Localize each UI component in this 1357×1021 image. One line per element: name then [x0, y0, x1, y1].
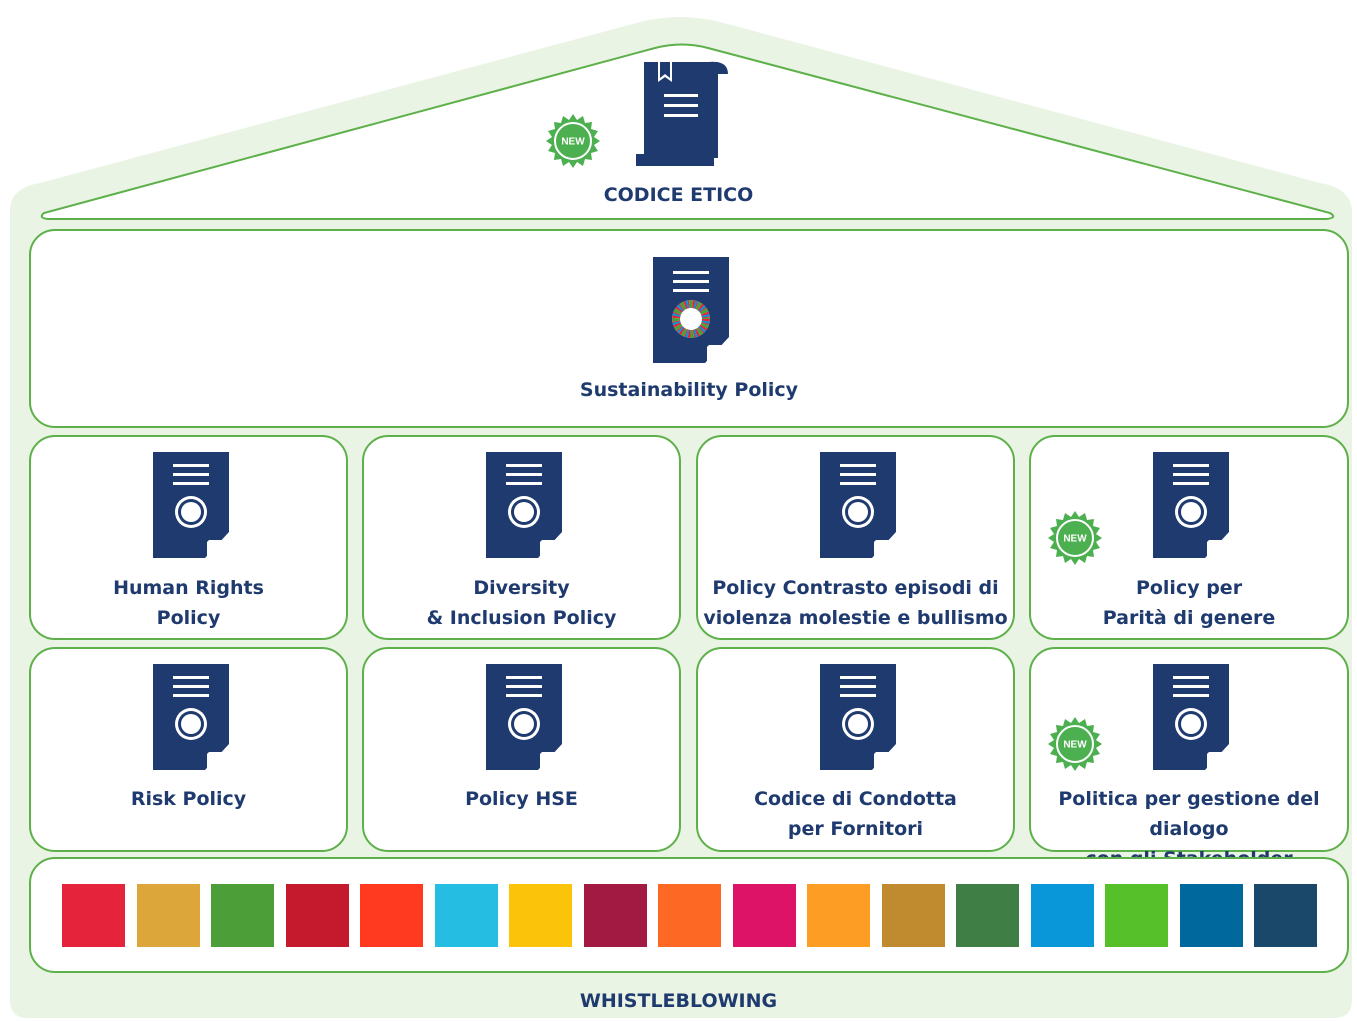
policy-label: Risk Policy [130, 788, 247, 810]
new-badge-icon: NEW [546, 114, 600, 168]
sdg-goal-square [584, 884, 647, 947]
codice-etico-title: CODICE ETICO [603, 184, 754, 206]
sdg-goal-square [137, 884, 200, 947]
sustainability-policy-box: Sustainability Policy [29, 229, 1349, 428]
policy-card: Policy HSE [362, 647, 681, 852]
certificate-document-icon [820, 664, 896, 770]
sdg-goal-square [882, 884, 945, 947]
certificate-document-icon [153, 664, 229, 770]
policy-label: Policy Contrasto episodi di violenza mol… [703, 577, 1008, 629]
policy-card: NEW Policy per Parità di genere [1029, 435, 1349, 640]
sdg-goal-square [1180, 884, 1243, 947]
sdg-goal-square [1254, 884, 1317, 947]
scroll-document-icon [636, 60, 728, 166]
sdg-goal-square [286, 884, 349, 947]
new-badge-icon: NEW [1048, 511, 1102, 565]
certificate-document-icon [486, 664, 562, 770]
sdg-goal-square [509, 884, 572, 947]
sdg-goal-square [807, 884, 870, 947]
policy-label: Policy HSE [465, 788, 578, 810]
certificate-document-icon [1153, 452, 1229, 558]
policy-card: Risk Policy [29, 647, 348, 852]
certificate-document-icon [1153, 664, 1229, 770]
sdg-goal-square [1031, 884, 1094, 947]
sdg-goal-square [956, 884, 1019, 947]
sustainability-policy-title: Sustainability Policy [579, 379, 799, 401]
certificate-document-icon [486, 452, 562, 558]
policy-card: Diversity & Inclusion Policy [362, 435, 681, 640]
policy-label: Human Rights Policy [113, 577, 264, 629]
policy-label: Policy per Parità di genere [1102, 577, 1276, 629]
svg-text:NEW: NEW [561, 137, 585, 148]
certificate-document-icon [820, 452, 896, 558]
sdg-goal-square [62, 884, 125, 947]
policy-card: Human Rights Policy [29, 435, 348, 640]
sdg-document-icon [653, 257, 729, 363]
svg-text:NEW: NEW [1063, 740, 1087, 751]
sdg-goal-square [360, 884, 423, 947]
sdg-color-strip [62, 884, 1318, 947]
certificate-document-icon [153, 452, 229, 558]
sdg-goal-square [211, 884, 274, 947]
sdg-goal-square [435, 884, 498, 947]
new-badge-icon: NEW [1048, 717, 1102, 771]
policy-card: Policy Contrasto episodi di violenza mol… [696, 435, 1015, 640]
sdg-goal-square [1105, 884, 1168, 947]
svg-text:NEW: NEW [1063, 534, 1087, 545]
policy-label: Diversity & Inclusion Policy [426, 577, 617, 629]
sdg-goal-square [658, 884, 721, 947]
whistleblowing-title: WHISTLEBLOWING [579, 990, 778, 1012]
policy-label: Codice di Condotta per Fornitori [754, 788, 957, 840]
policy-card: NEW Politica per gestione del dialogo co… [1029, 647, 1349, 870]
sdg-goal-square [733, 884, 796, 947]
policy-card: Codice di Condotta per Fornitori [696, 647, 1015, 852]
